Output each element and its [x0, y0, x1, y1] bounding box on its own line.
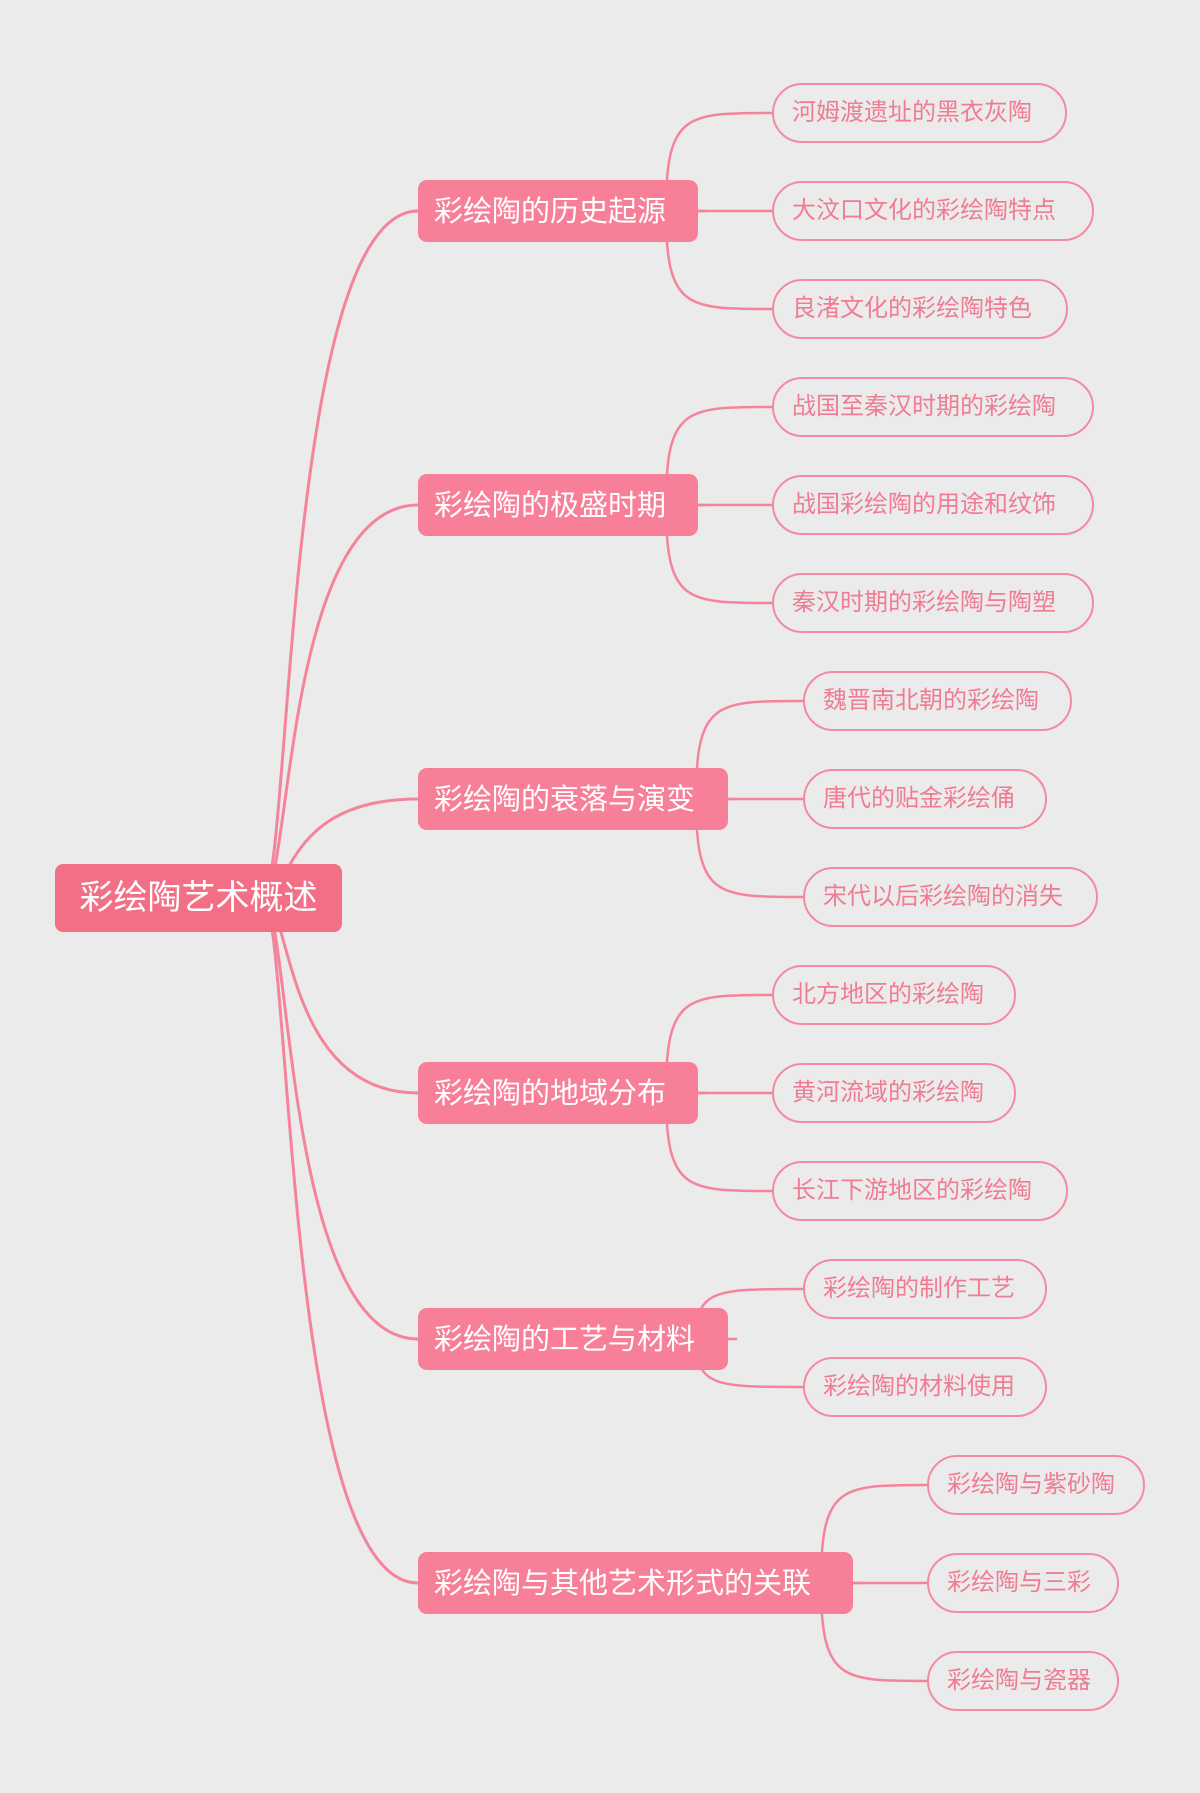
leaf-topic[interactable]: 彩绘陶的材料使用: [803, 1357, 1047, 1417]
leaf-topic[interactable]: 战国彩绘陶的用途和纹饰: [772, 475, 1094, 535]
leaf-topic[interactable]: 河姆渡遗址的黑衣灰陶: [772, 83, 1067, 143]
connector-line: [664, 503, 774, 605]
connector-line: [694, 797, 805, 899]
leaf-topic[interactable]: 魏晋南北朝的彩绘陶: [803, 671, 1072, 731]
branch-topic[interactable]: 彩绘陶与其他艺术形式的关联: [418, 1552, 853, 1614]
leaf-topic[interactable]: 彩绘陶与三彩: [927, 1553, 1119, 1613]
leaf-topic[interactable]: 秦汉时期的彩绘陶与陶塑: [772, 573, 1094, 633]
connector-line: [260, 209, 420, 900]
leaf-topic[interactable]: 彩绘陶的制作工艺: [803, 1259, 1047, 1319]
connector-line: [664, 111, 774, 213]
connector-line: [260, 503, 420, 900]
connector-line: [664, 1091, 774, 1193]
connector-line: [819, 1483, 929, 1585]
leaf-topic[interactable]: 大汶口文化的彩绘陶特点: [772, 181, 1094, 241]
leaf-topic[interactable]: 黄河流域的彩绘陶: [772, 1063, 1016, 1123]
leaf-topic[interactable]: 长江下游地区的彩绘陶: [772, 1161, 1068, 1221]
root-topic[interactable]: 彩绘陶艺术概述: [55, 864, 342, 932]
leaf-topic[interactable]: 良渚文化的彩绘陶特色: [772, 279, 1068, 339]
connector-line: [664, 993, 774, 1095]
connector-line: [260, 896, 420, 1585]
leaf-topic[interactable]: 彩绘陶与紫砂陶: [927, 1455, 1145, 1515]
connector-line: [694, 699, 805, 801]
branch-topic[interactable]: 彩绘陶的极盛时期: [418, 474, 698, 536]
branch-topic[interactable]: 彩绘陶的地域分布: [418, 1062, 698, 1124]
connector-line: [819, 1581, 929, 1683]
connector-line: [260, 896, 420, 1341]
leaf-topic[interactable]: 唐代的贴金彩绘俑: [803, 769, 1047, 829]
leaf-topic[interactable]: 彩绘陶与瓷器: [927, 1651, 1119, 1711]
connector-line: [664, 405, 774, 507]
branch-topic[interactable]: 彩绘陶的衰落与演变: [418, 768, 728, 830]
branch-topic[interactable]: 彩绘陶的工艺与材料: [418, 1308, 728, 1370]
leaf-topic[interactable]: 北方地区的彩绘陶: [772, 965, 1016, 1025]
connector-line: [664, 209, 774, 311]
branch-topic[interactable]: 彩绘陶的历史起源: [418, 180, 698, 242]
leaf-topic[interactable]: 战国至秦汉时期的彩绘陶: [772, 377, 1094, 437]
leaf-topic[interactable]: 宋代以后彩绘陶的消失: [803, 867, 1098, 927]
